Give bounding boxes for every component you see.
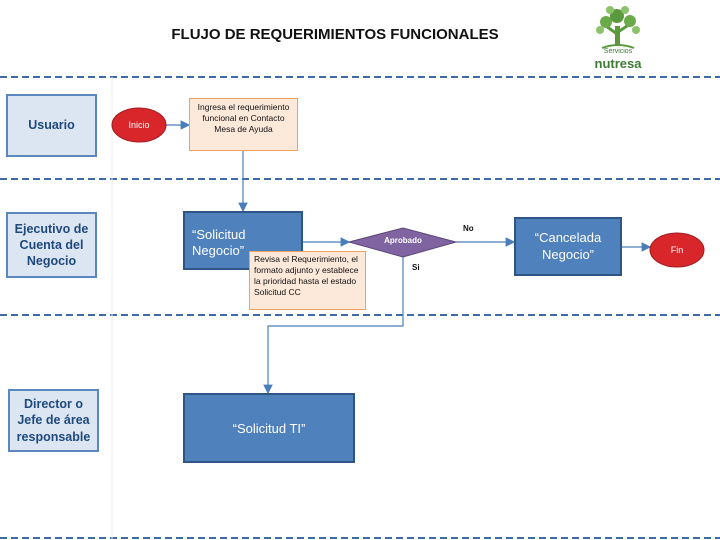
lane-label-director: Director o Jefe de área responsable [8,389,99,452]
lane-label-usuario: Usuario [6,94,97,157]
process-solicitud-ti: “Solicitud TI” [183,393,355,463]
tree-icon [596,6,640,49]
edge-label-no: No [463,224,474,233]
note-revisa-requerimiento: Revisa el Requerimiento, el formato adju… [249,251,366,310]
process-cancelada-negocio: “Cancelada Negocio” [514,217,622,276]
start-terminal [111,107,167,143]
end-terminal [649,232,705,268]
decision-aprobado [347,227,458,258]
decision-label: Aprobado [384,236,422,245]
end-label: Fin [670,245,684,255]
edge-label-si: Si [412,263,420,272]
logo-subtitle: Servicios [603,48,633,55]
note-ingresa-requerimiento: Ingresa el requerimiento funcional en Co… [189,98,298,151]
start-label: Inicio [128,120,150,130]
connector-aprobado-solicitud-ti [263,257,404,395]
nutresa-logo: Servicios nutresa [580,4,656,76]
logo-name: nutresa [594,56,642,71]
lane-label-ejecutivo: Ejecutivo de Cuenta del Negocio [6,212,97,278]
diagram-title: FLUJO DE REQUERIMIENTOS FUNCIONALES [171,26,499,43]
